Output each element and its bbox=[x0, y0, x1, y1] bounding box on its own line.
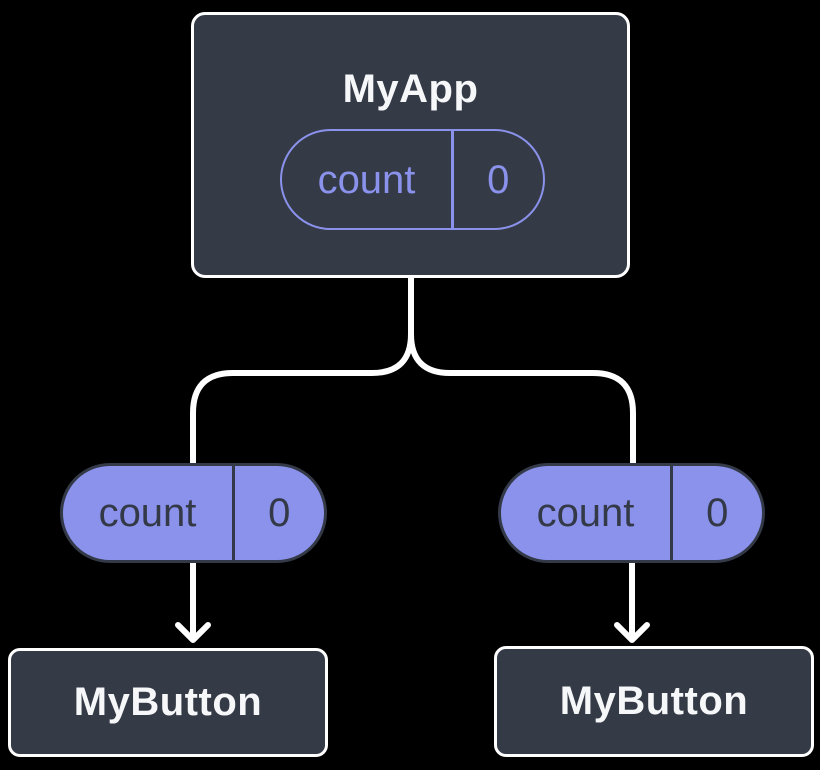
state-pill-divider bbox=[451, 131, 454, 228]
state-pill-key: count bbox=[317, 157, 416, 202]
arrow-down-left-icon bbox=[175, 559, 211, 643]
root-node-myapp: MyApp count 0 bbox=[191, 12, 630, 278]
arrow-down-right-icon bbox=[614, 559, 650, 643]
prop-pill-left: count 0 bbox=[60, 463, 327, 563]
state-pill-value: 0 bbox=[487, 157, 510, 202]
prop-pill-right-divider bbox=[670, 466, 673, 560]
child-node-mybutton-left: MyButton bbox=[8, 648, 328, 757]
prop-pill-right-value: 0 bbox=[706, 491, 729, 535]
prop-pill-right: count 0 bbox=[498, 463, 765, 563]
prop-pill-left-divider bbox=[232, 466, 235, 560]
child-node-mybutton-right: MyButton bbox=[494, 646, 814, 757]
prop-pill-left-value: 0 bbox=[268, 491, 291, 535]
child-node-right-label: MyButton bbox=[559, 679, 749, 723]
child-node-left-label: MyButton bbox=[73, 680, 263, 724]
state-pill: count 0 bbox=[280, 129, 545, 230]
prop-pill-right-key: count bbox=[536, 491, 635, 535]
branch-line-right bbox=[408, 275, 636, 467]
root-node-label: MyApp bbox=[342, 67, 479, 111]
branch-line-left bbox=[190, 275, 414, 467]
prop-pill-left-key: count bbox=[98, 491, 197, 535]
